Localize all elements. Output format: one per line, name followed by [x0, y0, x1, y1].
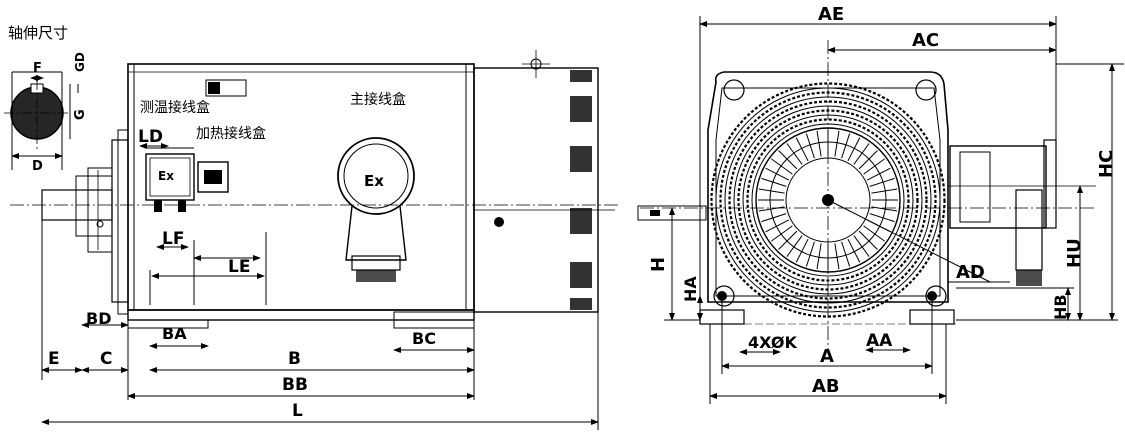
temp-box-label: 测温接线盒 — [140, 99, 210, 116]
shaft-title: 轴伸尺寸 — [8, 24, 68, 42]
dim-C: C — [100, 349, 112, 369]
dim-LF: LF — [162, 229, 184, 249]
dim-LD: LD — [138, 127, 163, 147]
end-view: AE AC HC HU HB H HA AD 4XØK AA A AB — [637, 4, 1124, 404]
dim-F: F — [33, 61, 42, 76]
dim-AC: AC — [912, 30, 939, 51]
dim-H: H — [648, 257, 669, 272]
dim-A: A — [820, 346, 834, 367]
dim-AD: AD — [956, 262, 985, 283]
heater-junction-box — [197, 161, 229, 193]
dim-HU: HU — [1064, 238, 1085, 268]
end-frame-outline — [707, 71, 949, 303]
dim-B: B — [288, 349, 301, 369]
side-view: 轴伸尺寸 F G GD D — [4, 24, 620, 430]
dim-E: E — [48, 349, 60, 369]
dim-BB: BB — [282, 375, 308, 395]
dim-D: D — [32, 159, 43, 174]
dim-HC: HC — [1096, 150, 1117, 178]
dim-GD: GD — [73, 52, 87, 72]
cooling-ribs — [758, 130, 898, 270]
shaft-section-detail: F G GD D — [4, 52, 88, 174]
temp-box-ex: Ex — [158, 169, 174, 183]
main-box-label: 主接线盒 — [350, 91, 406, 108]
dim-BC: BC — [412, 329, 436, 348]
dim-AB: AB — [812, 376, 840, 397]
dim-L: L — [292, 401, 303, 421]
dim-LE: LE — [228, 257, 250, 277]
shaft-extension — [41, 167, 113, 253]
hole-label: 4XØK — [748, 333, 798, 352]
main-box-ex: Ex — [364, 172, 384, 190]
dim-AE: AE — [818, 4, 844, 25]
side-terminal-box — [948, 139, 1096, 286]
heat-box-label: 加热接线盒 — [196, 125, 266, 142]
dim-BA: BA — [162, 324, 187, 343]
main-terminal-box: Ex — [337, 137, 415, 282]
dim-HB: HB — [1051, 294, 1070, 320]
temperature-junction-box: Ex — [145, 147, 195, 212]
dim-HA: HA — [681, 276, 700, 302]
motor-frame — [10, 50, 620, 315]
side-dimension-lines — [41, 143, 599, 430]
dim-BD: BD — [86, 309, 111, 328]
dim-AA: AA — [866, 331, 893, 351]
end-dimension-lines — [664, 16, 1124, 404]
dim-G: G — [73, 109, 88, 120]
